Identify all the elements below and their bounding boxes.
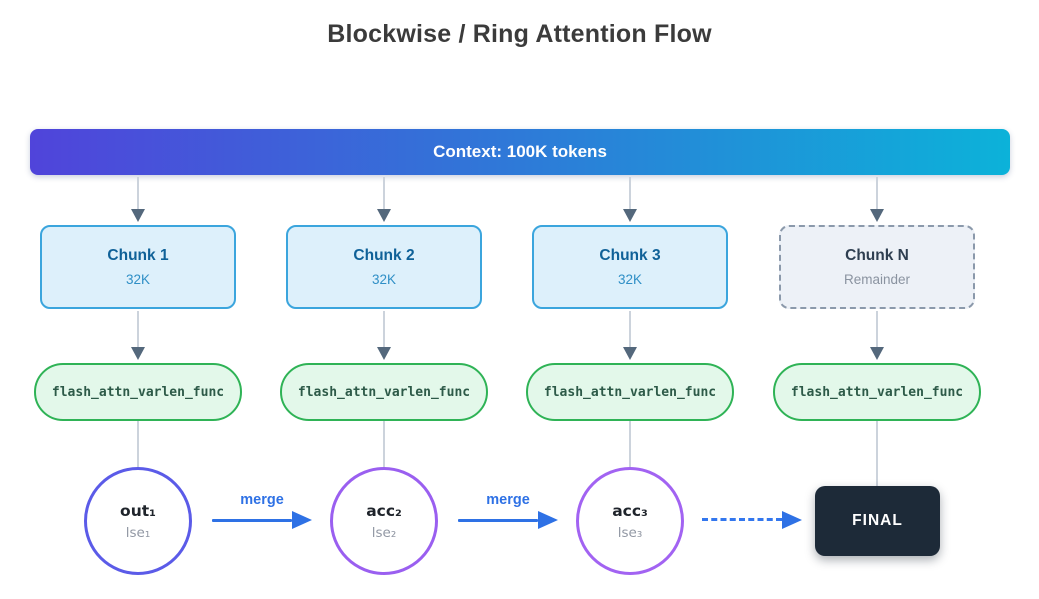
func-label: flash_attn_varlen_func <box>543 384 717 400</box>
chunk-3-node: Chunk 3 32K <box>532 225 728 309</box>
merge-arrow-1 <box>212 519 292 522</box>
arrow-right-icon <box>538 511 558 529</box>
merge-label-2: merge <box>486 492 530 508</box>
connector-line <box>876 311 878 347</box>
result-circle-acc2: acc₂ lse₂ <box>330 467 438 575</box>
arrow-down-icon <box>377 347 391 360</box>
func-label: flash_attn_varlen_func <box>790 384 964 400</box>
arrow-right-icon <box>782 511 802 529</box>
diagram-title: Blockwise / Ring Attention Flow <box>327 20 712 48</box>
context-banner-label: Context: 100K tokens <box>433 142 607 161</box>
chunk-title: Chunk 2 <box>353 247 415 264</box>
chunk-title: Chunk N <box>845 247 909 264</box>
result-subtitle: lse₂ <box>371 524 397 541</box>
result-title: out₁ <box>120 501 156 520</box>
arrow-down-icon <box>131 209 145 222</box>
chunk-n-node: Chunk N Remainder <box>779 225 975 309</box>
flash-attn-func-node-4: flash_attn_varlen_func <box>773 363 981 421</box>
result-subtitle: lse₁ <box>125 524 151 541</box>
merge-arrow-2 <box>458 519 538 522</box>
final-label: FINAL <box>852 512 903 529</box>
result-circle-out1: out₁ lse₁ <box>84 467 192 575</box>
func-label: flash_attn_varlen_func <box>51 384 225 400</box>
arrow-right-icon <box>292 511 312 529</box>
dashed-arrow-to-final <box>702 518 782 521</box>
connector-line <box>137 177 139 209</box>
connector-line <box>876 177 878 209</box>
connector-line <box>383 177 385 209</box>
arrow-down-icon <box>623 347 637 360</box>
flash-attn-func-node-2: flash_attn_varlen_func <box>280 363 488 421</box>
arrow-down-icon <box>870 209 884 222</box>
chunk-subtitle: 32K <box>617 272 643 287</box>
merge-label-1: merge <box>240 492 284 508</box>
connector-line <box>629 177 631 209</box>
result-title: acc₃ <box>612 501 648 520</box>
connector-line <box>876 421 878 486</box>
connector-line <box>629 421 631 467</box>
func-label: flash_attn_varlen_func <box>297 384 471 400</box>
chunk-subtitle: Remainder <box>843 272 911 287</box>
chunk-title: Chunk 1 <box>107 247 169 264</box>
result-circle-acc3: acc₃ lse₃ <box>576 467 684 575</box>
chunk-subtitle: 32K <box>125 272 151 287</box>
connector-line <box>383 421 385 467</box>
connector-line <box>137 311 139 347</box>
chunk-title: Chunk 3 <box>599 247 661 264</box>
result-subtitle: lse₃ <box>617 524 643 541</box>
arrow-down-icon <box>131 347 145 360</box>
arrow-down-icon <box>870 347 884 360</box>
arrow-down-icon <box>623 209 637 222</box>
flash-attn-func-node-1: flash_attn_varlen_func <box>34 363 242 421</box>
flash-attn-func-node-3: flash_attn_varlen_func <box>526 363 734 421</box>
chunk-1-node: Chunk 1 32K <box>40 225 236 309</box>
final-node: FINAL <box>815 486 940 556</box>
context-banner: Context: 100K tokens <box>30 129 1010 175</box>
connector-line <box>137 421 139 467</box>
arrow-down-icon <box>377 209 391 222</box>
chunk-2-node: Chunk 2 32K <box>286 225 482 309</box>
chunk-subtitle: 32K <box>371 272 397 287</box>
connector-line <box>629 311 631 347</box>
result-title: acc₂ <box>366 501 402 520</box>
connector-line <box>383 311 385 347</box>
